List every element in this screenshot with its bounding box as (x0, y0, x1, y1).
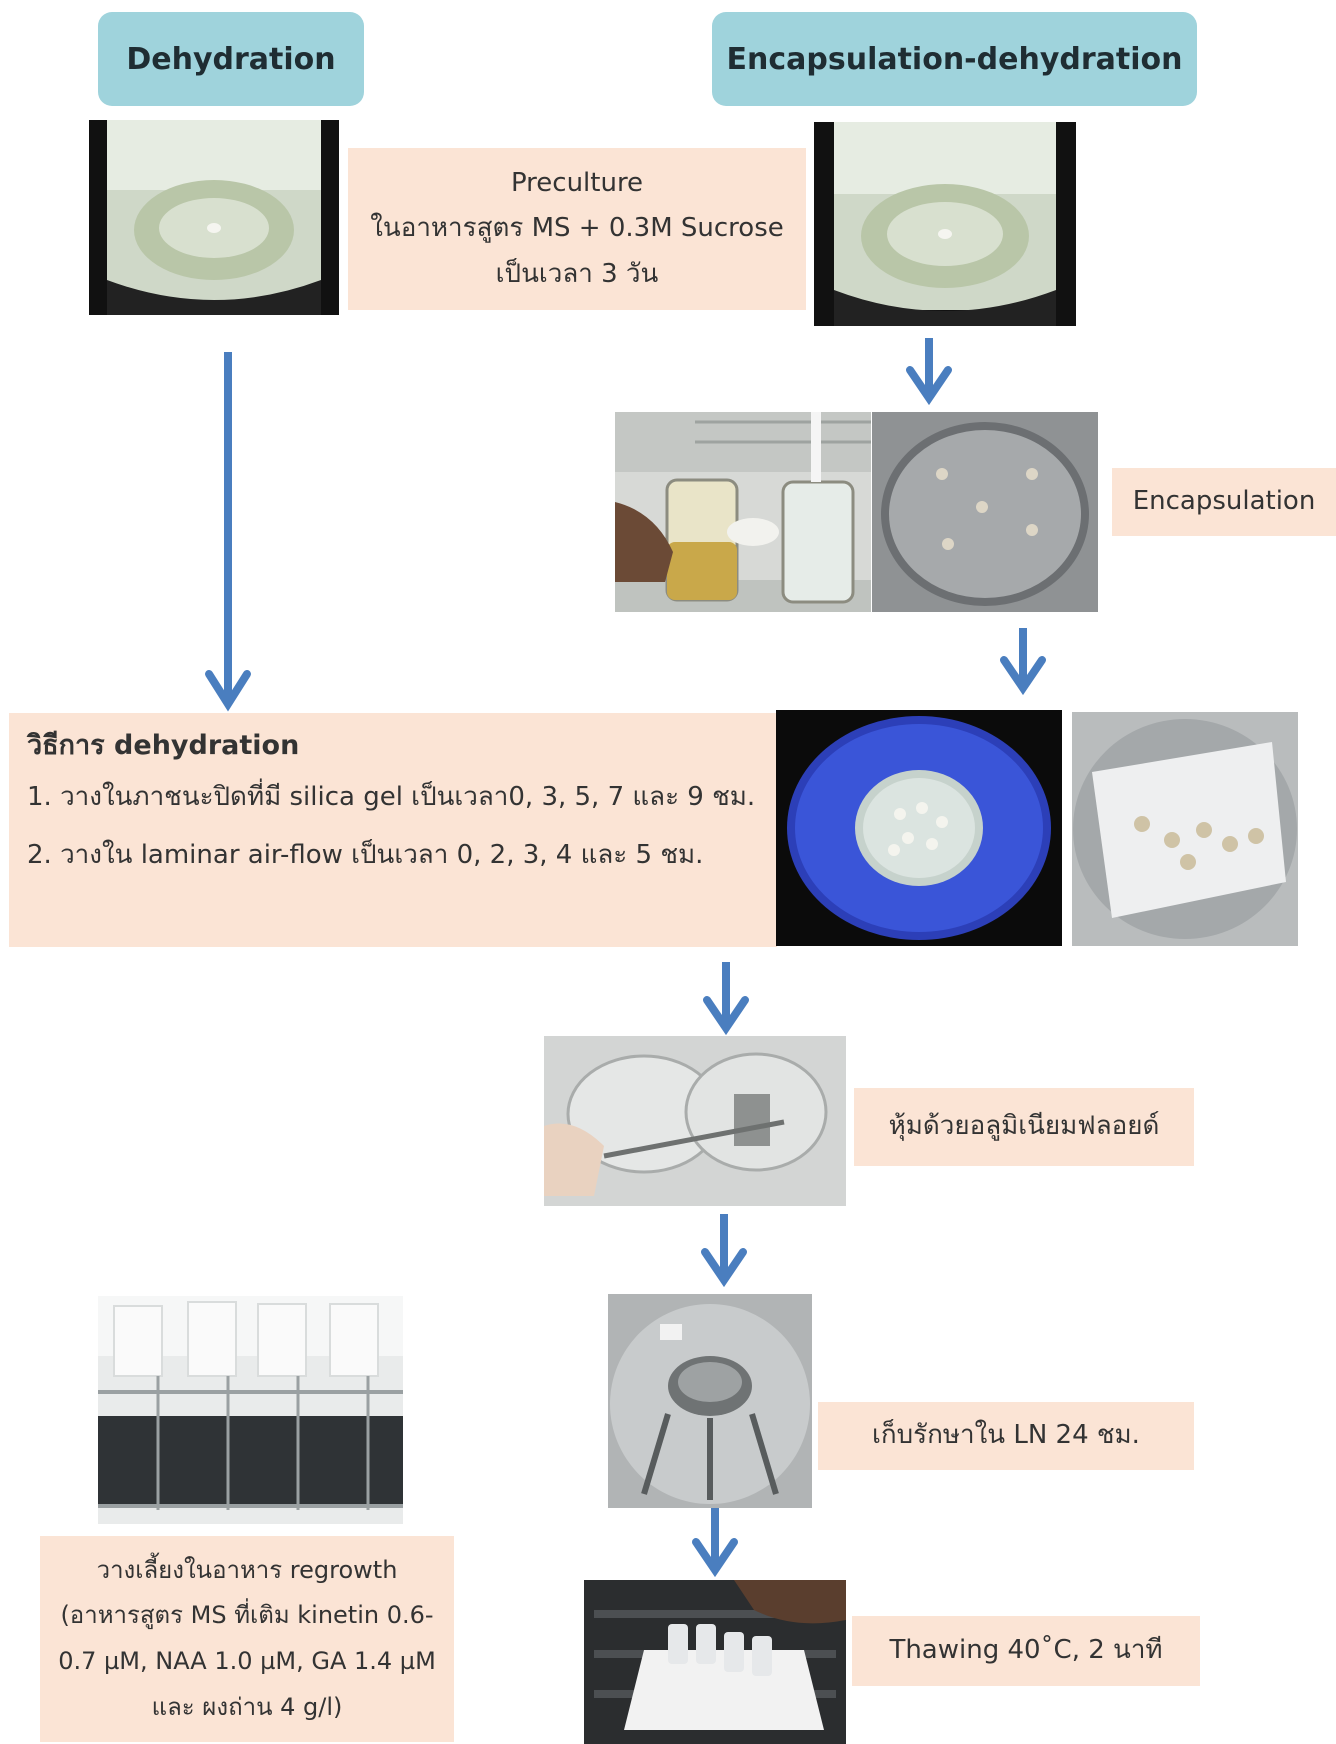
arrow-down-center-1 (703, 962, 749, 1034)
header-encapsulation-dehydration-label: Encapsulation-dehydration (727, 42, 1183, 77)
alginate-jars-photo (615, 412, 871, 612)
header-dehydration: Dehydration (98, 12, 364, 106)
header-encapsulation-dehydration: Encapsulation-dehydration (712, 12, 1197, 106)
regrowth-line2: (อาหารสูตร MS ที่เติม kinetin 0.6- (60, 1593, 433, 1639)
preculture-box: Preculture ในอาหารสูตร MS + 0.3M Sucrose… (348, 148, 806, 310)
thawing-box: Thawing 40˚C, 2 นาที (852, 1616, 1200, 1686)
encapsulation-label: Encapsulation (1133, 479, 1316, 525)
foil-wrapping-photo (544, 1036, 846, 1206)
ln-storage-label: เก็บรักษาใน LN 24 ชม. (872, 1413, 1140, 1459)
liquid-nitrogen-tank-photo (608, 1294, 812, 1508)
silica-gel-dish-photo (776, 710, 1062, 946)
foil-label: หุ้มด้วยอลูมิเนียมฟลอยด์ (889, 1104, 1160, 1150)
preculture-line2: ในอาหารสูตร MS + 0.3M Sucrose (370, 206, 784, 252)
thawing-label: Thawing 40˚C, 2 นาที (889, 1628, 1162, 1674)
dehydration-step-2: 2. วางใน laminar air-flow เป็นเวลา 0, 2,… (27, 837, 755, 873)
arrow-down-center-3 (692, 1508, 738, 1576)
foil-box: หุ้มด้วยอลูมิเนียมฟลอยด์ (854, 1088, 1194, 1166)
preculture-line3: เป็นเวลา 3 วัน (496, 252, 659, 298)
preculture-jar-photo-left (89, 120, 339, 315)
preculture-line1: Preculture (511, 161, 643, 207)
filter-paper-beads-photo (1072, 712, 1298, 946)
arrow-down-right-1 (906, 338, 952, 404)
regrowth-box: วางเลี้ยงในอาหาร regrowth (อาหารสูตร MS … (40, 1536, 454, 1742)
encapsulation-box: Encapsulation (1112, 468, 1336, 536)
header-dehydration-label: Dehydration (126, 42, 335, 77)
regrowth-line4: และ ผงถ่าน 4 g/l) (152, 1685, 343, 1731)
dehydration-method-title: วิธีการ dehydration (27, 727, 755, 765)
ln-storage-box: เก็บรักษาใน LN 24 ชม. (818, 1402, 1194, 1470)
arrow-down-center-2 (701, 1214, 747, 1286)
preculture-jar-photo-right (814, 122, 1076, 326)
regrowth-line1: วางเลี้ยงในอาหาร regrowth (97, 1548, 398, 1594)
dehydration-method-box: วิธีการ dehydration 1. วางในภาชนะปิดที่ม… (9, 713, 777, 947)
dehydration-steps: วิธีการ dehydration 1. วางในภาชนะปิดที่ม… (27, 727, 755, 896)
regrowth-line3: 0.7 µM, NAA 1.0 µM, GA 1.4 µM (58, 1639, 436, 1685)
encapsulated-beads-dish-photo (872, 412, 1098, 612)
arrow-down-right-2 (1000, 628, 1046, 694)
dehydration-step-1: 1. วางในภาชนะปิดที่มี silica gel เป็นเวล… (27, 779, 755, 815)
arrow-down-left-long (205, 352, 251, 712)
regrowth-tubes-photo (98, 1296, 403, 1524)
thawing-water-bath-photo (584, 1580, 846, 1744)
